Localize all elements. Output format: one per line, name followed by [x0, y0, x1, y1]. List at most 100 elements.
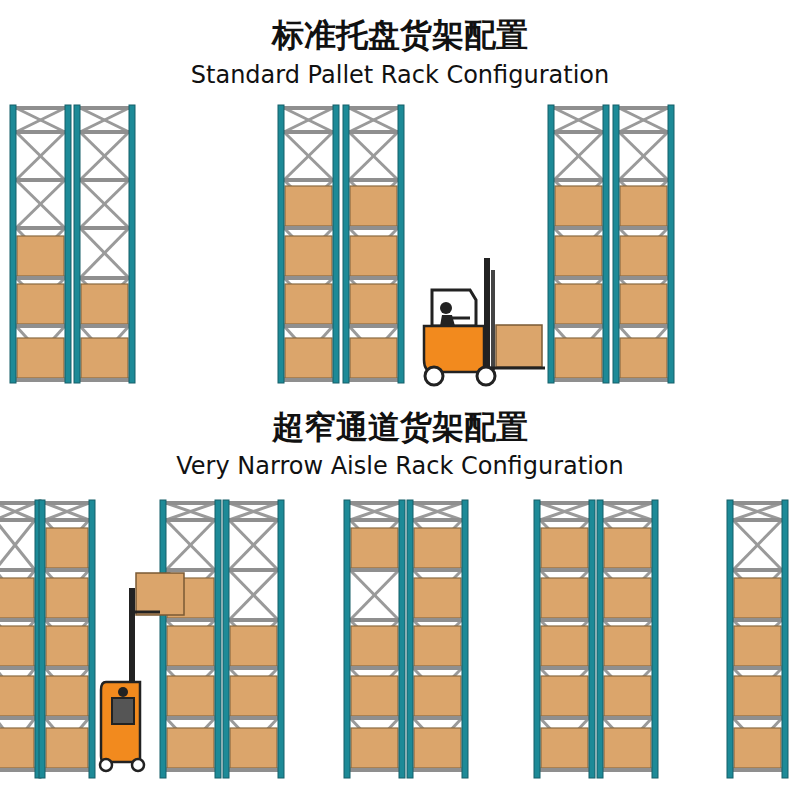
brace	[350, 570, 399, 620]
brace	[413, 718, 462, 770]
pallet-box	[541, 578, 588, 618]
brace	[554, 278, 603, 326]
rack-beam	[226, 501, 281, 505]
brace	[603, 570, 652, 620]
brace	[349, 228, 398, 278]
rack-beam	[0, 768, 38, 772]
rack-beam	[281, 130, 336, 134]
brace	[603, 520, 652, 570]
brace	[350, 520, 399, 570]
brace	[733, 620, 782, 668]
rack-beam	[42, 618, 92, 622]
rack-beam	[281, 378, 336, 382]
brace	[229, 503, 278, 520]
pallet-box	[555, 186, 602, 226]
brace	[603, 520, 652, 570]
rack-post	[65, 105, 71, 383]
brace	[619, 326, 668, 380]
pallet-box	[350, 186, 397, 226]
rack-beam	[347, 666, 402, 670]
pallet-box	[604, 728, 651, 768]
brace	[16, 108, 65, 132]
pallet-box	[734, 578, 781, 618]
rack-beam	[281, 226, 336, 230]
rack-beam	[0, 666, 38, 670]
rack-beam	[346, 378, 401, 382]
rack-beam	[346, 324, 401, 328]
brace	[619, 180, 668, 228]
brace	[413, 718, 462, 770]
pallet-box	[604, 578, 651, 618]
pallet-box	[351, 528, 398, 568]
brace	[284, 326, 333, 380]
brace	[16, 326, 65, 380]
rack-post	[74, 105, 80, 383]
brace	[284, 278, 333, 326]
rack-beam	[730, 666, 785, 670]
rack-beam	[410, 618, 465, 622]
rack-beam	[600, 501, 655, 505]
brace	[554, 108, 603, 132]
rack-beam	[600, 618, 655, 622]
rack-post	[548, 105, 554, 383]
brace	[349, 180, 398, 228]
vna-turret-truck	[100, 573, 184, 771]
pallet-box	[414, 676, 461, 716]
brace	[45, 503, 89, 520]
brace	[603, 718, 652, 770]
brace	[45, 620, 89, 668]
heading-wrap: 标准托盘货架配置	[0, 16, 800, 54]
rack-beam	[163, 501, 218, 505]
rack-beam	[42, 768, 92, 772]
pallet-box	[541, 626, 588, 666]
rack-post	[39, 500, 45, 778]
brace	[284, 278, 333, 326]
brace	[80, 278, 129, 326]
rack-beam	[600, 666, 655, 670]
brace	[603, 570, 652, 620]
brace	[733, 503, 782, 520]
pallet-box	[167, 676, 214, 716]
rack-post	[278, 500, 284, 778]
rack-beam	[410, 518, 465, 522]
rack-post	[398, 105, 404, 383]
brace	[229, 718, 278, 770]
brace	[540, 620, 589, 668]
pallet-box	[541, 676, 588, 716]
rack-beam	[226, 618, 281, 622]
rack-beam	[281, 324, 336, 328]
brace	[0, 668, 35, 718]
brace	[16, 228, 65, 278]
rack-beam	[600, 716, 655, 720]
brace	[603, 503, 652, 520]
brace	[284, 180, 333, 228]
brace	[733, 718, 782, 770]
pallet-box	[734, 676, 781, 716]
brace	[413, 620, 462, 668]
brace	[540, 520, 589, 570]
brace	[554, 326, 603, 380]
brace	[350, 520, 399, 570]
brace	[45, 570, 89, 620]
rack-beam	[0, 618, 38, 622]
pallet-box	[734, 728, 781, 768]
brace	[413, 503, 462, 520]
rack-post	[215, 500, 221, 778]
brace	[80, 228, 129, 278]
heading-wrap: Very Narrow Aisle Rack Configuration	[0, 451, 800, 481]
brace	[0, 520, 35, 570]
rack-beam	[410, 768, 465, 772]
pallet-box	[541, 528, 588, 568]
brace	[619, 108, 668, 132]
rack-beam	[347, 518, 402, 522]
brace	[45, 668, 89, 718]
brace	[603, 503, 652, 520]
rack-beam	[730, 716, 785, 720]
brace	[0, 503, 35, 520]
brace	[349, 326, 398, 380]
rack-beam	[77, 378, 132, 382]
brace	[350, 503, 399, 520]
brace	[166, 503, 215, 520]
rack-beam	[42, 568, 92, 572]
